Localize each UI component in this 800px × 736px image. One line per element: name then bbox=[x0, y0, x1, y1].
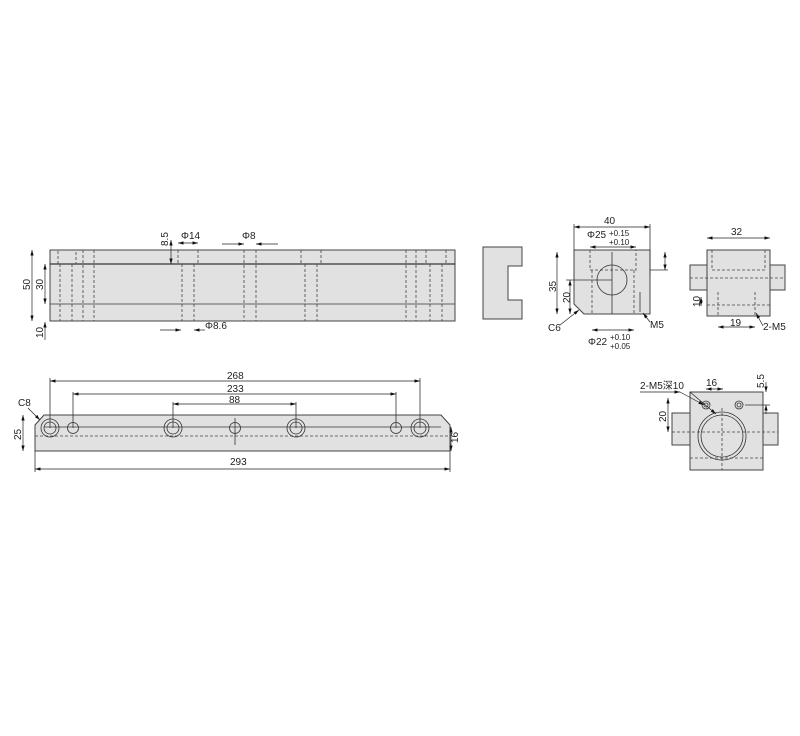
label-c8: C8 bbox=[18, 398, 31, 409]
dim-phi25: Φ25 bbox=[587, 230, 607, 241]
dim-phi8-6: Φ8.6 bbox=[205, 321, 227, 332]
dim-25: 25 bbox=[13, 428, 24, 440]
dim-phi22: Φ22 bbox=[588, 337, 608, 348]
dim-32: 32 bbox=[731, 227, 743, 238]
label-2-m5: 2-M5 bbox=[763, 322, 786, 333]
label-m5: M5 bbox=[650, 320, 664, 331]
tol-25-up: +0.15 bbox=[609, 229, 630, 238]
end-view: 40 Φ25 +0.15 +0.10 35 20 C6 M5 Φ22 +0.10… bbox=[548, 216, 668, 351]
section-view bbox=[482, 246, 523, 320]
dim-233: 233 bbox=[227, 384, 244, 395]
dim-phi14: Φ14 bbox=[181, 231, 201, 242]
dim-268: 268 bbox=[227, 371, 244, 382]
dim-30: 30 bbox=[35, 278, 46, 290]
dim-50: 50 bbox=[22, 278, 33, 290]
dim-16-top: 16 bbox=[706, 378, 718, 389]
dim-10: 10 bbox=[35, 326, 46, 338]
dim-5-5: 5.5 bbox=[756, 374, 767, 388]
dim-19: 19 bbox=[730, 318, 742, 329]
top-view: 2-M5深10 16 20 5.5 bbox=[640, 374, 779, 471]
tol-22-low: +0.05 bbox=[610, 342, 631, 351]
side-view: 32 10 19 2-M5 bbox=[689, 227, 786, 333]
front-view: 50 30 10 8.5 Φ14 Φ8 Φ8.6 bbox=[22, 231, 456, 340]
dim-phi8: Φ8 bbox=[242, 231, 256, 242]
label-c6: C6 bbox=[548, 323, 561, 334]
hidden-holes bbox=[57, 249, 447, 321]
dim-16: 16 bbox=[450, 431, 461, 443]
dim-35: 35 bbox=[548, 280, 559, 292]
dim-88: 88 bbox=[229, 395, 241, 406]
dim-10-side: 10 bbox=[692, 295, 703, 307]
dim-20: 20 bbox=[562, 291, 573, 303]
plan-view: 268 233 88 C8 25 16 293 bbox=[13, 371, 461, 472]
dim-8-5: 8.5 bbox=[160, 232, 171, 246]
tol-25-low: +0.10 bbox=[609, 238, 630, 247]
tol-22-up: +0.10 bbox=[610, 333, 631, 342]
dim-293: 293 bbox=[230, 457, 247, 468]
dim-20-top: 20 bbox=[658, 410, 669, 422]
dim-40: 40 bbox=[604, 216, 616, 227]
label-thread: 2-M5深10 bbox=[640, 380, 684, 392]
